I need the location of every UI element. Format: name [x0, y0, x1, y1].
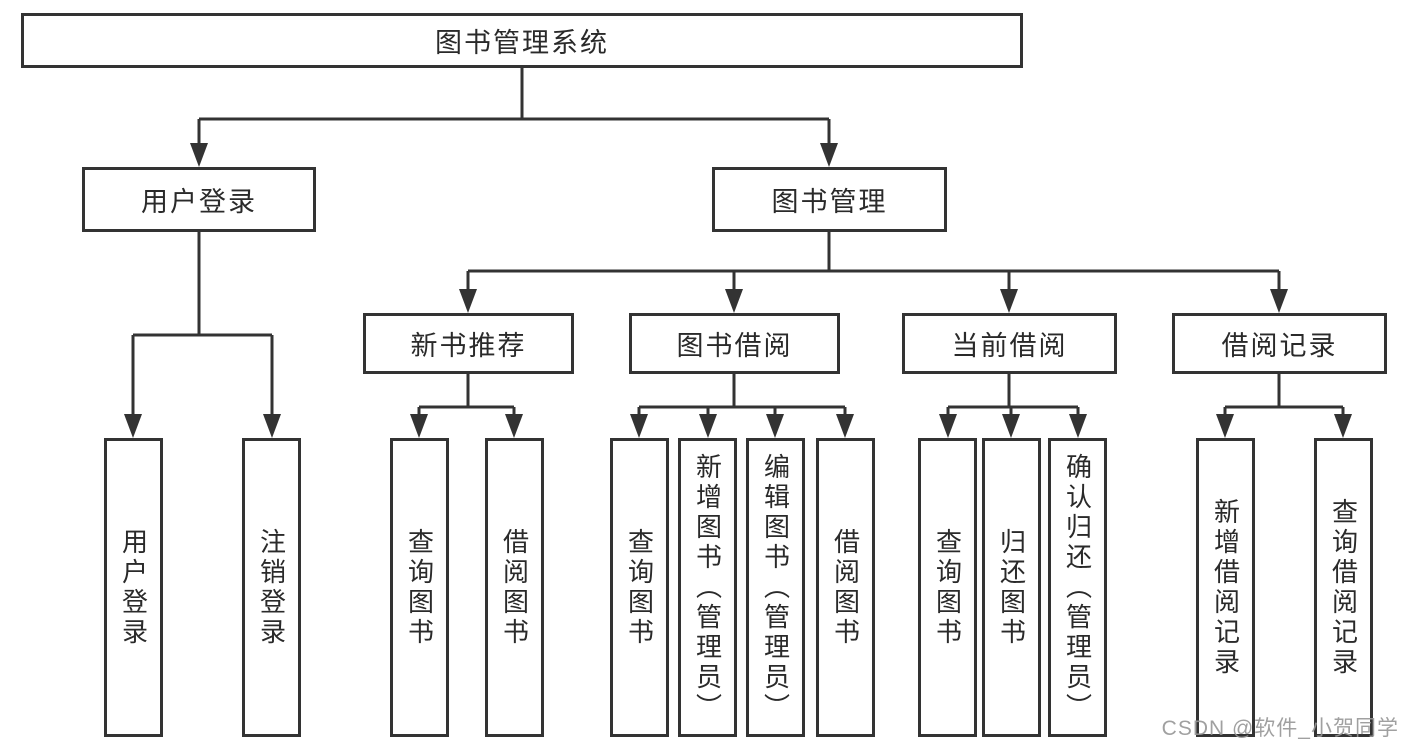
- leaf-return-books: 归还图书: [982, 438, 1041, 737]
- leaf-confirm-return-admin: 确认归还（管理员）: [1048, 438, 1107, 737]
- leaf-add-books-admin: 新增图书（管理员）: [678, 438, 737, 737]
- node-library-management-system: 图书管理系统: [21, 13, 1023, 68]
- leaf-add-borrow-record: 新增借阅记录: [1196, 438, 1255, 737]
- node-borrowing-records: 借阅记录: [1172, 313, 1387, 374]
- leaf-query-books-current: 查询图书: [918, 438, 977, 737]
- leaf-query-books-borrowing: 查询图书: [610, 438, 669, 737]
- node-book-management: 图书管理: [712, 167, 947, 232]
- leaf-logout: 注销登录: [242, 438, 301, 737]
- leaf-edit-books-admin: 编辑图书（管理员）: [746, 438, 805, 737]
- node-current-borrowing: 当前借阅: [902, 313, 1117, 374]
- leaf-query-borrow-record: 查询借阅记录: [1314, 438, 1373, 737]
- node-book-borrowing: 图书借阅: [629, 313, 840, 374]
- node-user-login: 用户登录: [82, 167, 316, 232]
- leaf-query-books-recommend: 查询图书: [390, 438, 449, 737]
- leaf-borrow-books: 借阅图书: [816, 438, 875, 737]
- watermark: CSDN @软件_小贺同学: [1161, 717, 1399, 740]
- leaf-user-login: 用户登录: [104, 438, 163, 737]
- leaf-borrow-books-recommend: 借阅图书: [485, 438, 544, 737]
- node-new-book-recommendation: 新书推荐: [363, 313, 574, 374]
